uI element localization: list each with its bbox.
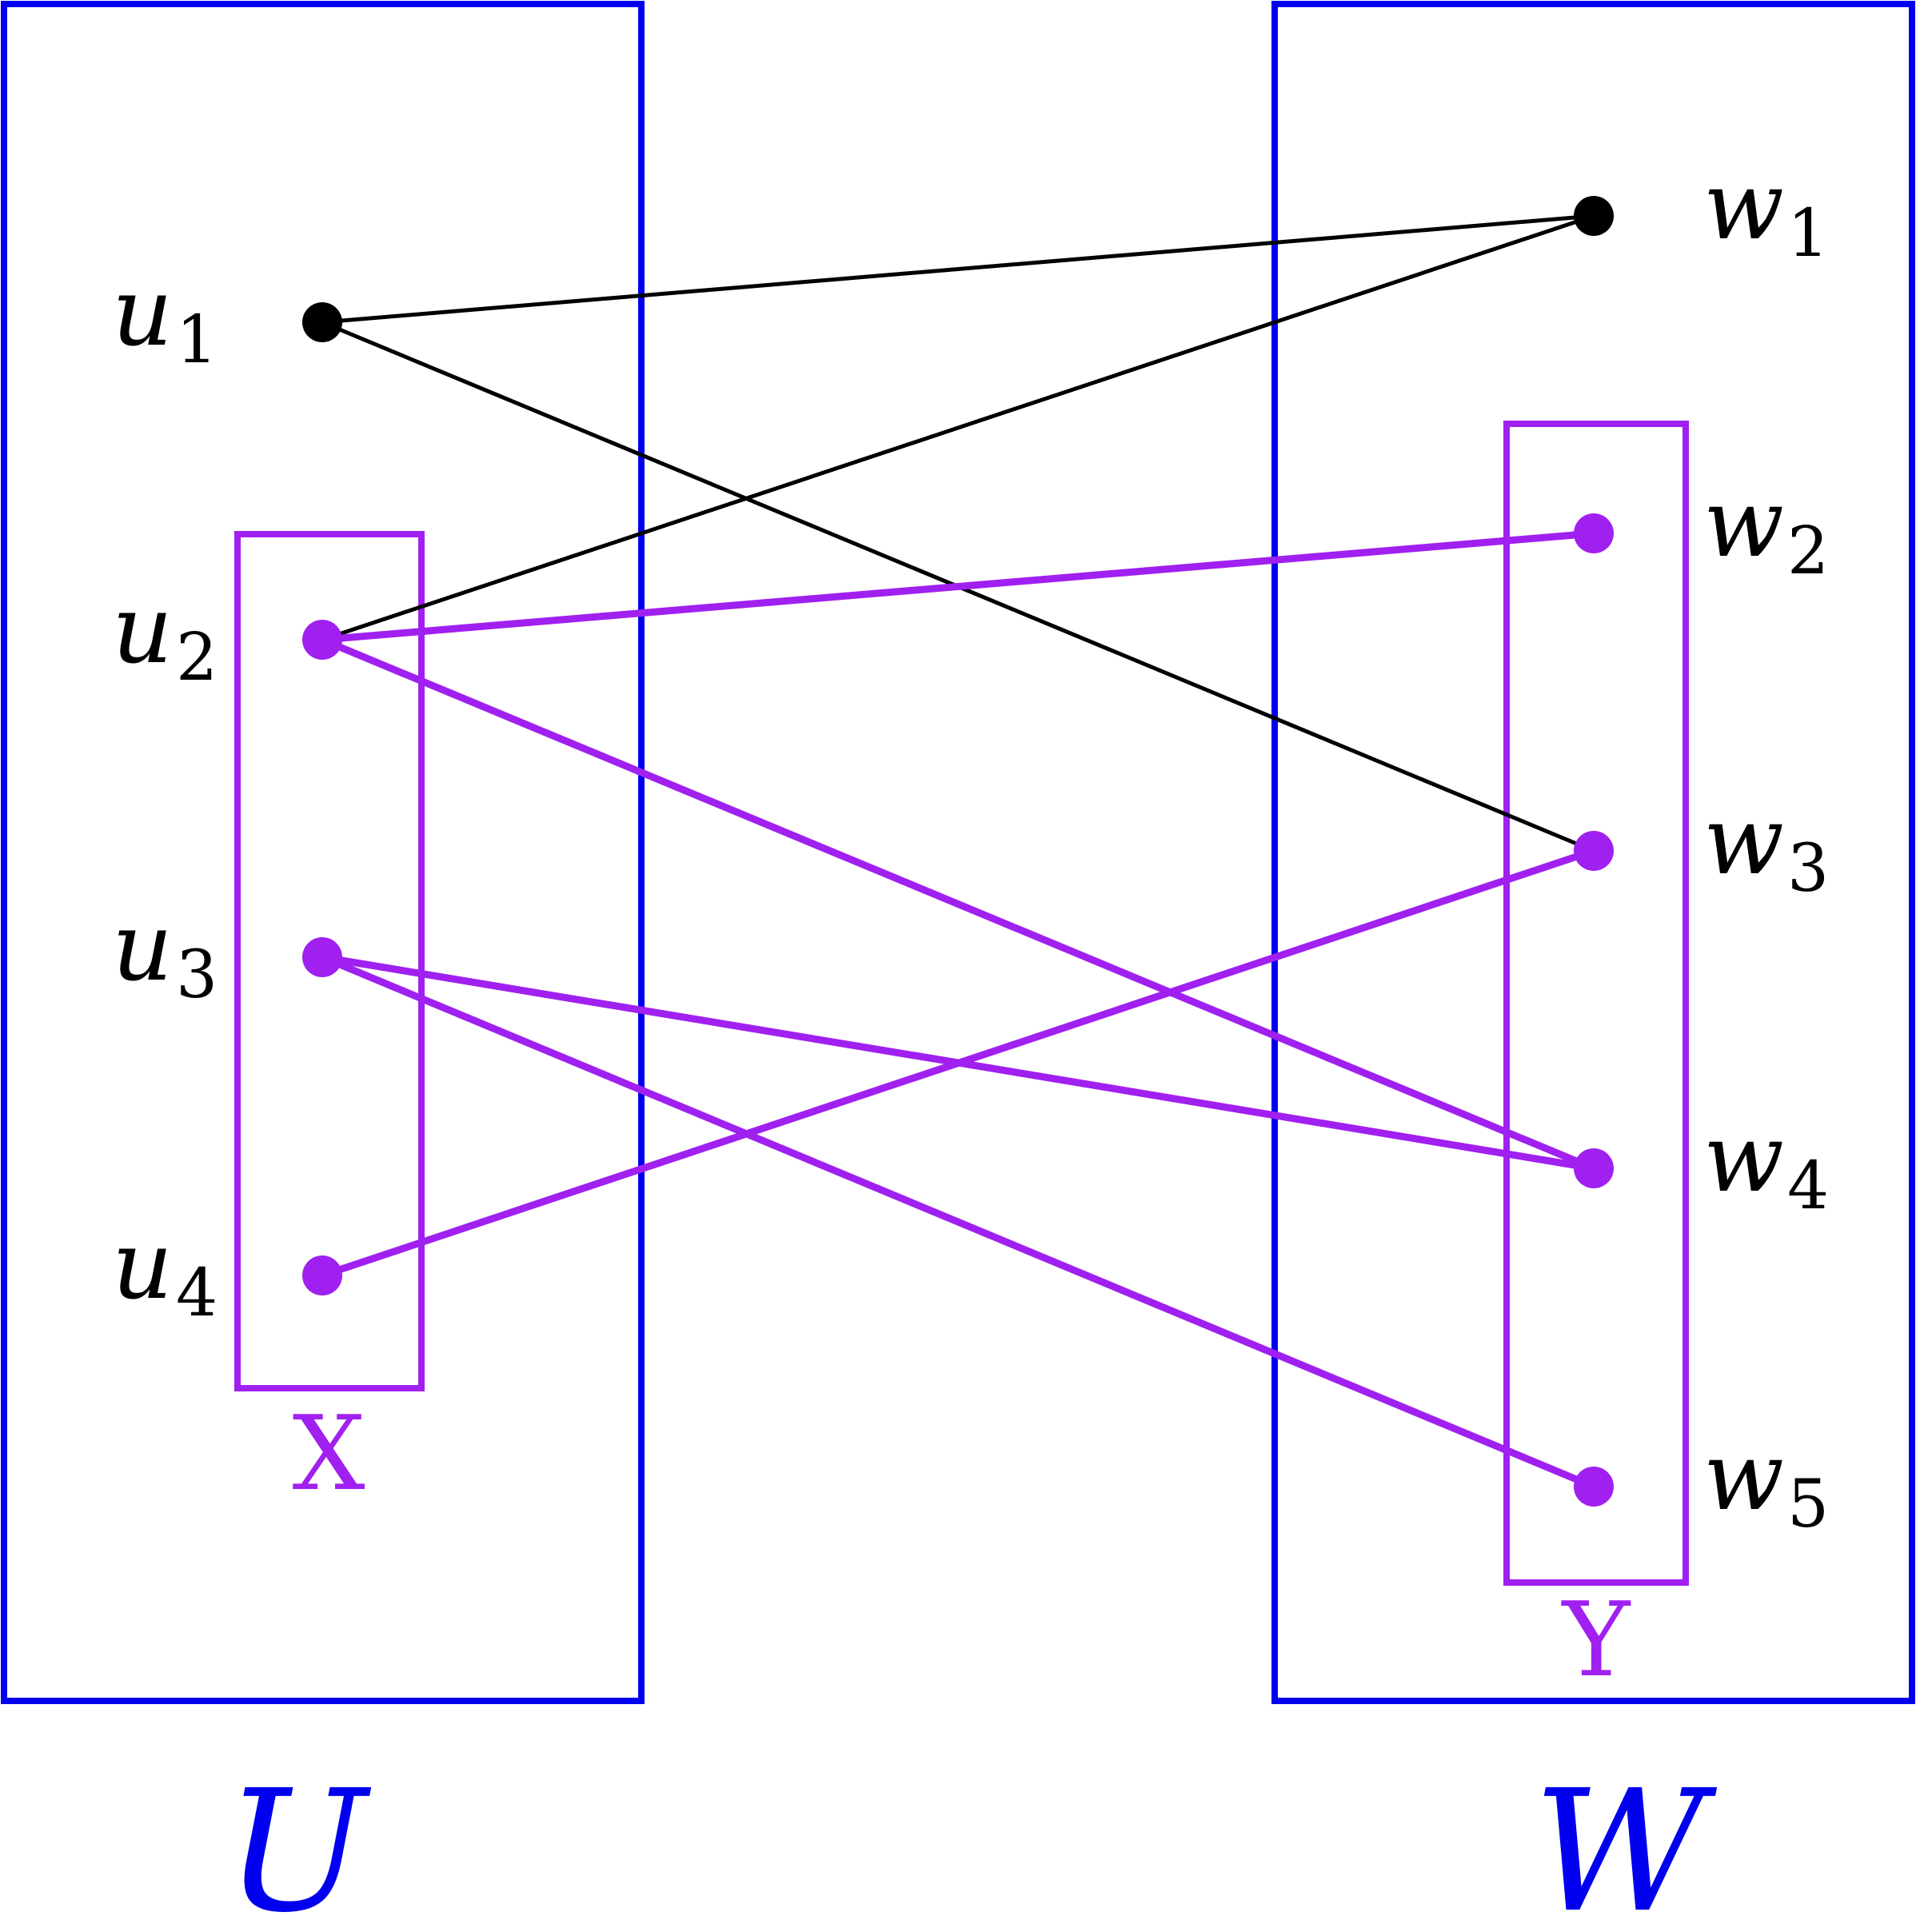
vertex-label-subscript: 4	[1787, 1148, 1829, 1224]
vertex-label-u2: u2	[112, 574, 218, 696]
vertex-w1	[1574, 196, 1614, 236]
edge-u2-w1	[320, 214, 1596, 642]
vertex-label-subscript: 3	[176, 937, 218, 1013]
vertex-label-base: w	[1703, 150, 1784, 261]
vertex-label-base: w	[1703, 468, 1784, 578]
vertex-w2	[1574, 513, 1614, 553]
vertex-label-base: u	[112, 1210, 173, 1320]
vertex-label-base: w	[1703, 1103, 1784, 1213]
subset-x-box	[234, 531, 425, 1391]
partition-w-box	[1271, 1, 1915, 1704]
vertex-label-w5: w5	[1703, 1421, 1829, 1543]
vertex-label-subscript: 2	[1787, 513, 1829, 589]
vertex-label-base: u	[112, 257, 173, 367]
vertex-label-base: w	[1703, 1421, 1784, 1531]
subset-y-box	[1503, 421, 1689, 1586]
edge-u4-w3	[318, 847, 1598, 1279]
vertex-u2	[302, 620, 342, 660]
vertex-label-base: u	[112, 892, 173, 1002]
vertices-layer	[302, 196, 1614, 1507]
vertex-label-w2: w2	[1703, 468, 1829, 589]
partition-u-label: U	[226, 1754, 372, 1932]
vertex-u1	[302, 302, 342, 342]
vertex-label-subscript: 1	[176, 302, 218, 378]
vertex-label-subscript: 4	[176, 1255, 218, 1331]
vertex-label-w3: w3	[1703, 785, 1829, 907]
vertex-label-subscript: 1	[1787, 196, 1829, 272]
edge-u1-w1	[320, 214, 1596, 325]
subset-y-label: Y	[1561, 1581, 1631, 1700]
edge-u2-w4	[318, 636, 1598, 1172]
partition-w-label: W	[1533, 1754, 1718, 1932]
subset-x-label: X	[292, 1395, 365, 1514]
vertex-label-u4: u4	[112, 1210, 218, 1331]
vertex-label-subscript: 5	[1787, 1467, 1829, 1543]
vertex-u4	[302, 1255, 342, 1295]
vertex-label-u1: u1	[112, 257, 218, 378]
vertex-label-u3: u3	[112, 892, 218, 1013]
vertex-label-subscript: 2	[176, 620, 218, 696]
vertex-label-base: w	[1703, 785, 1784, 896]
vertex-w3	[1574, 831, 1614, 871]
partition-u-box	[1, 1, 645, 1704]
edge-u3-w5	[318, 953, 1598, 1491]
vertex-u3	[302, 937, 342, 977]
edge-u2-w2	[318, 529, 1598, 644]
vertex-label-base: u	[112, 574, 173, 685]
vertex-label-w4: w4	[1703, 1103, 1829, 1224]
vertex-label-subscript: 3	[1787, 831, 1829, 907]
edges-layer	[318, 214, 1598, 1491]
vertex-w4	[1574, 1148, 1614, 1188]
vertex-w5	[1574, 1467, 1614, 1507]
vertex-label-w1: w1	[1703, 150, 1829, 272]
